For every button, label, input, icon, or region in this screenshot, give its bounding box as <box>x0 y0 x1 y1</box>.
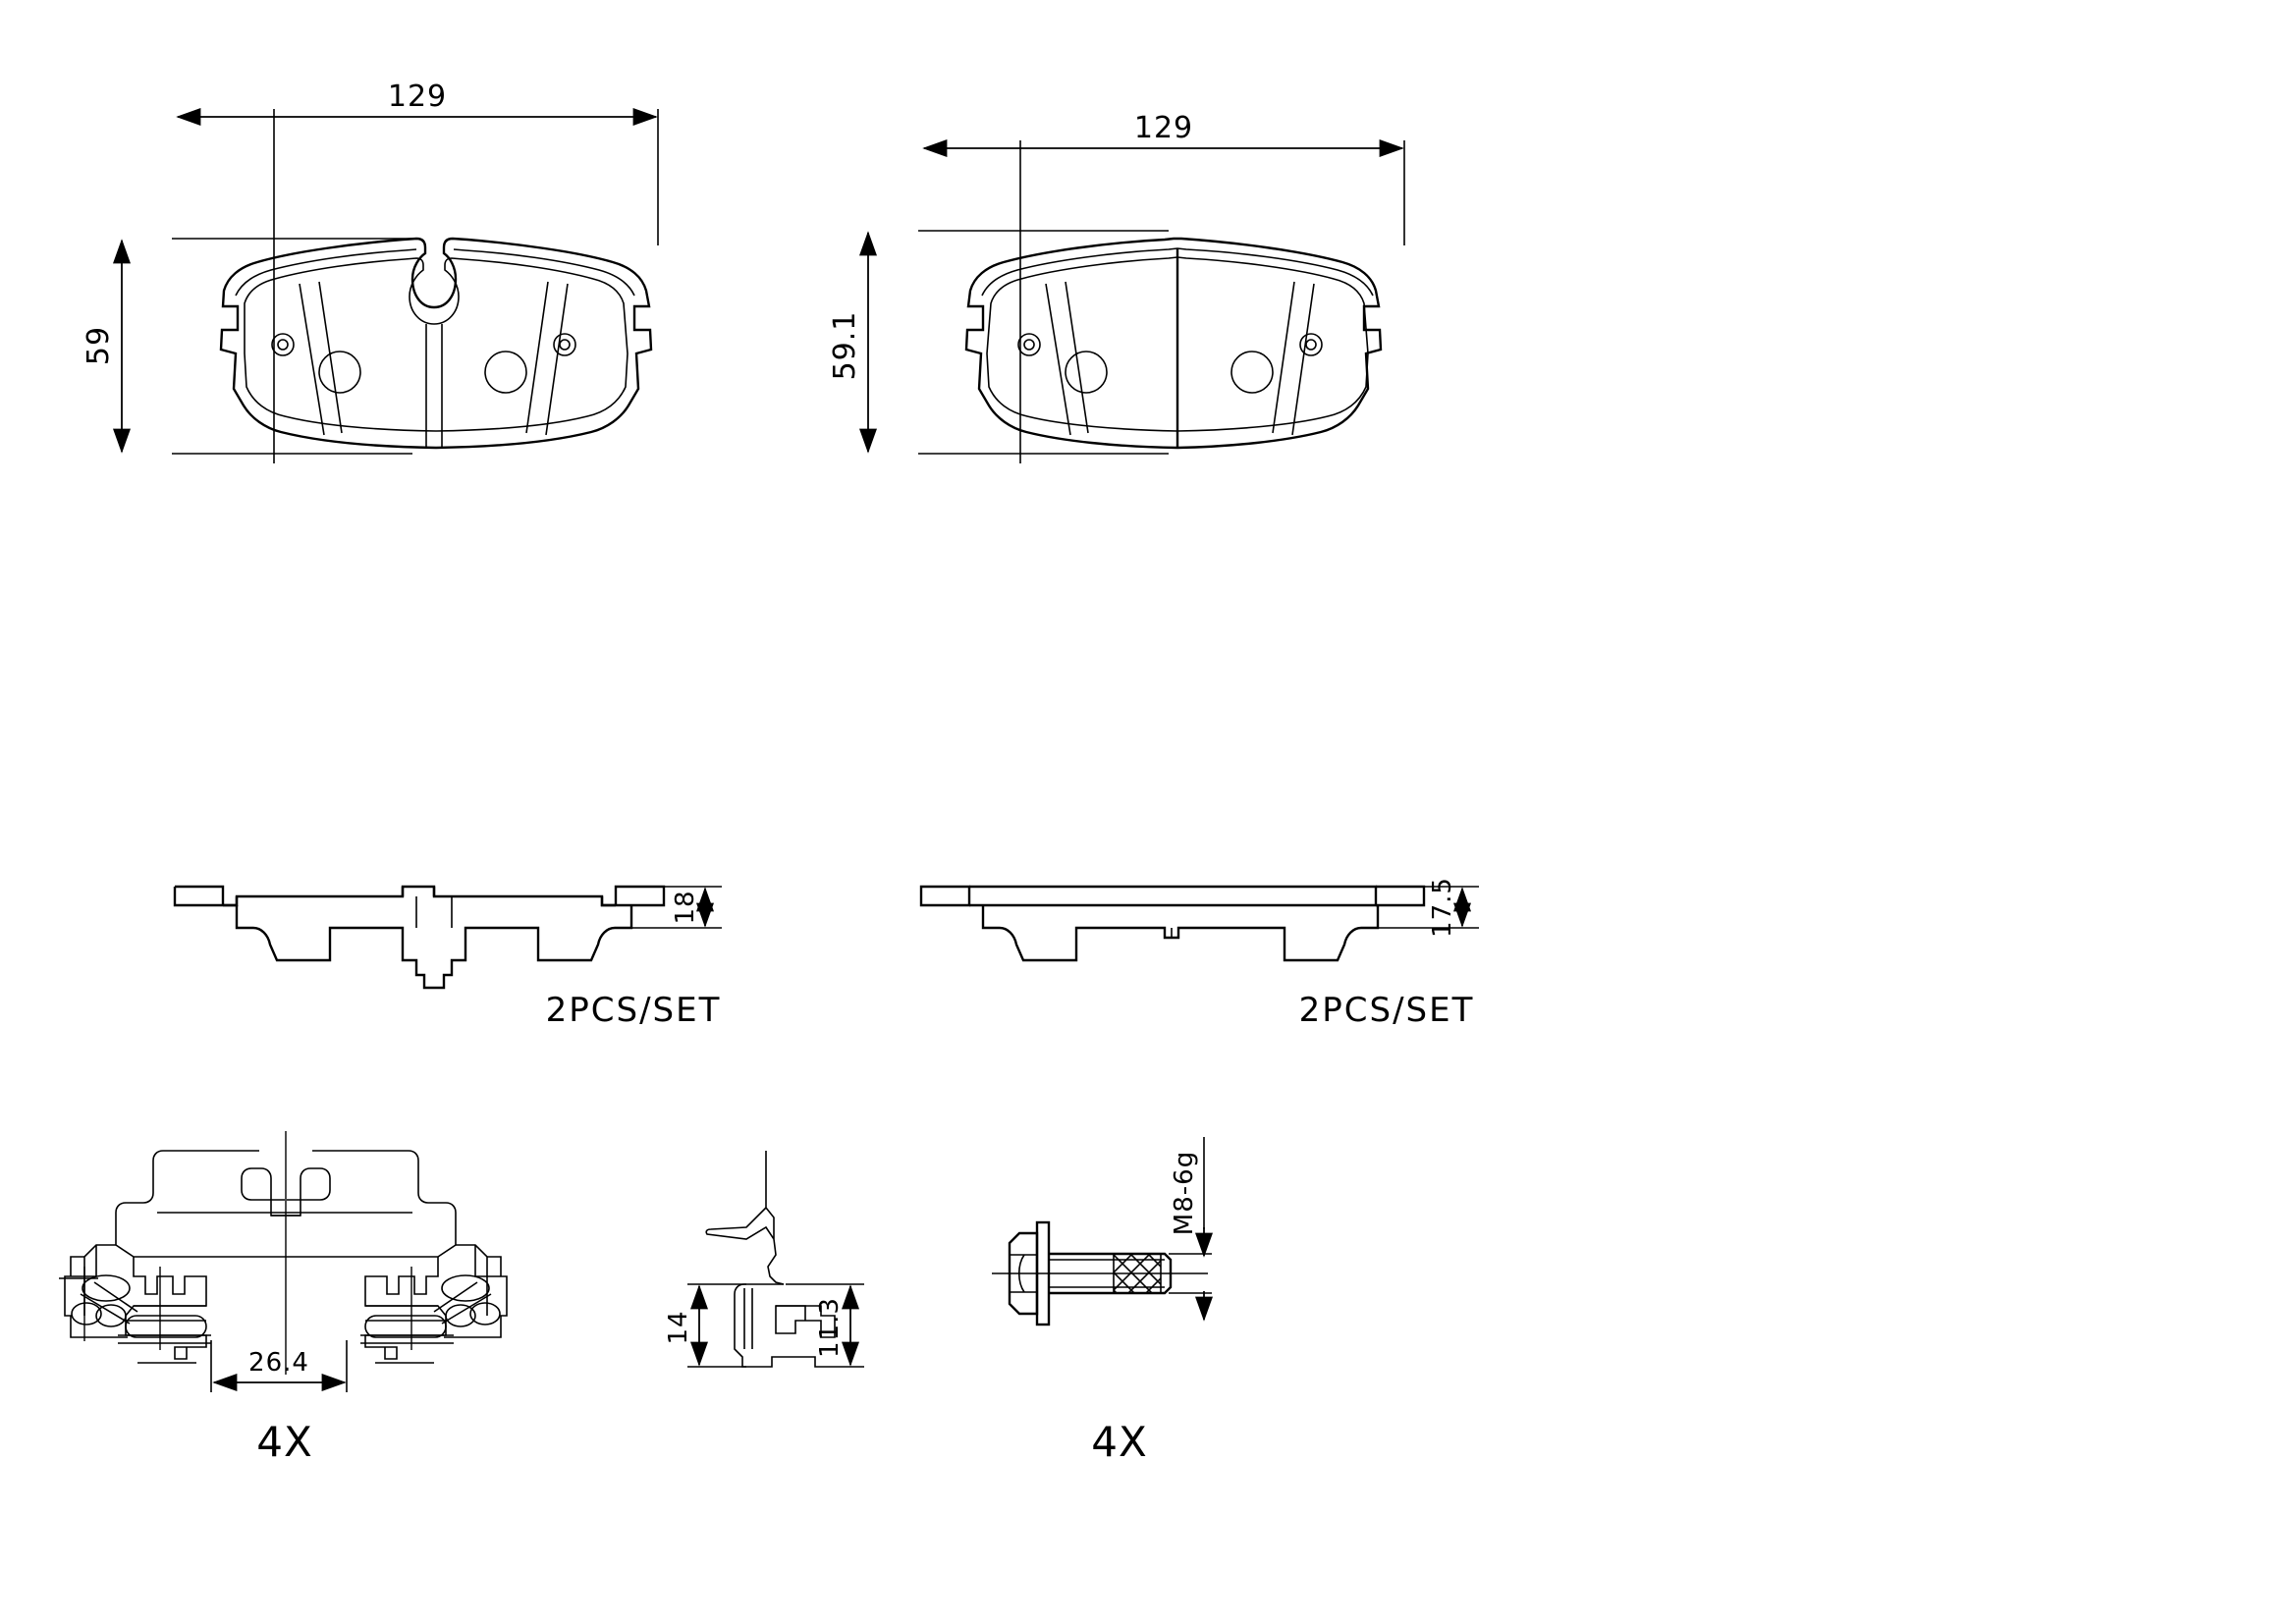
clip-lower-plate-lines-right <box>360 1305 454 1344</box>
dim-label-264: 26.4 <box>248 1348 309 1378</box>
clip-side-inner-shelf <box>776 1305 806 1321</box>
left-side-center-boss <box>415 896 453 928</box>
clip-slot-left <box>125 1315 207 1338</box>
dim-label-59-left: 59 <box>82 326 116 365</box>
right-pad-small-hole-1-inner <box>1023 339 1035 351</box>
clip-left-end-ellipse-1 <box>82 1274 131 1302</box>
left-pad-slot-line-3 <box>525 281 549 434</box>
left-pad-small-hole-2 <box>553 333 576 356</box>
left-pad-small-hole-1-inner <box>277 339 289 351</box>
left-side-body-outline <box>235 905 633 990</box>
bolt-flange <box>1035 1220 1051 1326</box>
guide-bolt-view <box>992 1137 1213 1326</box>
right-pad-backing-plate-outline <box>964 237 1383 450</box>
left-pad-large-hole-2 <box>484 351 527 394</box>
qty-label-clip: 4X <box>256 1418 313 1466</box>
clip-slot-right <box>364 1315 447 1338</box>
clip-right-end-diag-2 <box>433 1281 478 1313</box>
clip-left-end-diag-2 <box>93 1281 138 1313</box>
left-pad-friction-material-outline <box>244 257 629 432</box>
dim-label-113: 11.3 <box>815 1297 845 1358</box>
left-side-boss-top <box>401 887 436 896</box>
spring-clip-plan-view <box>59 1131 508 1392</box>
clip-lower-plate-left <box>125 1257 207 1360</box>
clip-right-end-ellipse-1 <box>441 1274 490 1302</box>
left-side-top-bar <box>173 885 666 907</box>
clip-body-outline <box>115 1150 457 1258</box>
dim-label-14: 14 <box>664 1310 693 1344</box>
right-pad-small-hole-2 <box>1299 333 1323 356</box>
left-pad-slot-line-4 <box>545 283 569 436</box>
right-pad-friction-material-outline <box>986 256 1369 432</box>
thread-spec-label: M8-6g <box>1170 1151 1199 1235</box>
clip-right-hook <box>271 1167 331 1217</box>
right-pad-slot-line-3 <box>1272 281 1295 434</box>
left-pad-slot-line-1 <box>299 283 325 436</box>
left-pad-backing-plate-outline <box>219 237 653 450</box>
clip-lower-plate-right <box>364 1257 447 1360</box>
set-label-right: 2PCS/SET <box>1299 991 1475 1030</box>
right-pad-small-hole-1 <box>1017 333 1041 356</box>
right-side-body-outline <box>981 905 1380 962</box>
dim-label-591-right: 59.1 <box>828 311 862 381</box>
clip-left-end-diag-1 <box>80 1293 131 1325</box>
right-pad-large-hole-2 <box>1230 351 1274 394</box>
left-pad-side-profile <box>173 885 722 990</box>
left-pad-small-hole-1 <box>271 333 295 356</box>
left-pad-large-hole-1 <box>318 351 361 394</box>
clip-side-inner-detail <box>743 1288 836 1349</box>
right-pad-side-profile <box>919 885 1479 962</box>
right-pad-small-hole-2-inner <box>1305 339 1317 351</box>
right-pad-slot-line-2 <box>1065 281 1089 434</box>
right-side-left-ear <box>919 885 971 907</box>
clip-right-end-diag-1 <box>441 1293 492 1325</box>
right-pad-face-view <box>859 139 1405 463</box>
qty-label-bolt: 4X <box>1091 1418 1148 1466</box>
clip-side-spring-arm <box>705 1151 785 1285</box>
clip-left-end-ellipse-3 <box>95 1304 127 1327</box>
dim-label-129-left: 129 <box>388 80 447 114</box>
left-pad-face-view <box>113 108 659 463</box>
left-pad-slot-line-2 <box>318 281 343 434</box>
dim-label-129-right: 129 <box>1134 111 1193 145</box>
set-label-left: 2PCS/SET <box>546 991 722 1030</box>
spring-clip-side-profile <box>687 1151 864 1368</box>
clip-lower-plate-lines-left <box>118 1305 211 1344</box>
clip-right-end-ellipse-3 <box>445 1304 476 1327</box>
right-pad-slot-line-4 <box>1291 283 1315 436</box>
bolt-thread-hatch <box>1113 1253 1162 1294</box>
right-pad-slot-line-1 <box>1045 283 1071 436</box>
clip-right-end-ellipse-2 <box>469 1302 501 1325</box>
right-pad-large-hole-1 <box>1065 351 1108 394</box>
right-side-right-ear <box>1376 885 1426 907</box>
clip-left-end-ellipse-2 <box>71 1302 102 1325</box>
clip-left-end-tab <box>64 1244 128 1338</box>
dim-label-175: 17.5 <box>1428 877 1457 938</box>
bolt-head-arc <box>1017 1254 1025 1293</box>
clip-left-hook <box>241 1167 301 1217</box>
left-pad-top-offset-line <box>235 248 635 297</box>
clip-right-end-tab <box>444 1244 508 1338</box>
right-side-top-bar <box>969 885 1378 907</box>
dim-label-18: 18 <box>671 890 700 924</box>
left-pad-small-hole-2-inner <box>559 339 571 351</box>
